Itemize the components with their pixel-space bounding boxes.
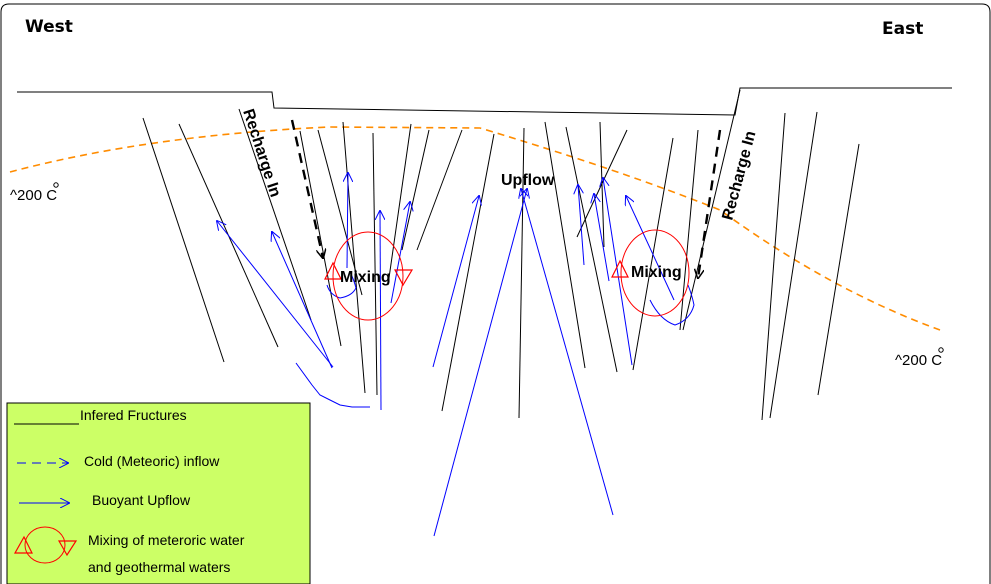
- upflow-arrow: [380, 211, 381, 411]
- fracture-line: [299, 130, 342, 347]
- west-label: West: [25, 17, 73, 37]
- fracture-line: [441, 133, 495, 412]
- triangle-down-icon: [394, 269, 414, 287]
- upflow-arrow: [521, 189, 614, 516]
- ground-surface: [17, 87, 952, 116]
- fracture-line: [817, 143, 860, 396]
- fracture-line: [682, 89, 741, 331]
- legend: Infered Fructures Cold (Meteoric) inflow…: [6, 402, 311, 584]
- fracture-line: [576, 129, 628, 238]
- legend-mixing-circle: [24, 526, 66, 564]
- legend-mixing-label-line1: Mixing of meteroric water: [88, 532, 245, 548]
- mixing-zone-left: Mixing: [324, 231, 414, 321]
- east-label: East: [882, 19, 923, 39]
- buoyant-upflow-arrows: [217, 173, 695, 537]
- fracture-line: [761, 112, 786, 421]
- mixing-zone-right: Mixing: [611, 229, 690, 317]
- frame-border: [0, 3, 991, 584]
- fracture-line: [769, 111, 818, 419]
- fracture-line: [387, 123, 412, 286]
- legend-box: [6, 402, 311, 584]
- degree-symbol: [53, 182, 59, 188]
- upflow-arrow: [217, 221, 334, 368]
- fracture-line: [401, 129, 430, 251]
- upflow-arrow: [390, 202, 410, 304]
- upflow-arrow: [347, 173, 348, 269]
- isotherm-200c: [9, 126, 941, 331]
- triangle-up-icon: [324, 261, 342, 280]
- recharge-arrow-left: [290, 119, 323, 258]
- fracture-line: [142, 117, 225, 363]
- upflow-arrow: [432, 196, 479, 368]
- mixing-label-right: Mixing: [631, 264, 682, 281]
- triangle-up-icon: [611, 259, 629, 278]
- fracture-line: [565, 126, 618, 373]
- upflow-arrow: [626, 196, 675, 301]
- upflow-wiggle: [326, 271, 357, 299]
- upflow-arrow: [272, 232, 333, 369]
- legend-mixing-label-line2: and geothermal waters: [88, 559, 230, 575]
- fracture-line: [372, 132, 378, 396]
- upflow-arrow: [433, 189, 527, 537]
- upflow-wiggle: [295, 362, 370, 408]
- fracture-line: [416, 129, 463, 251]
- fracture-line: [238, 108, 312, 321]
- recharge-label-left: Recharge In: [239, 107, 283, 199]
- legend-upflow-label: Buoyant Upflow: [92, 492, 191, 508]
- mixing-label-left: Mixing: [340, 269, 391, 286]
- upflow-arrow: [578, 185, 585, 266]
- fracture-line: [679, 129, 699, 331]
- legend-fractures-label: Infered Fructures: [80, 407, 187, 423]
- fracture-line: [518, 127, 525, 419]
- triangle-down-icon: [57, 540, 78, 557]
- mixing-circle: [620, 229, 690, 317]
- recharge-label-right: Recharge In: [719, 129, 759, 222]
- upflow-wiggle: [649, 284, 695, 326]
- fracture-line: [544, 121, 586, 369]
- triangle-up-icon: [13, 535, 33, 554]
- recharge-arrow-right: [698, 129, 722, 278]
- upflow-arrow: [594, 194, 610, 282]
- fracture-line: [342, 121, 366, 394]
- isotherm-label-left: ^200 C: [10, 187, 57, 204]
- degree-symbol: [938, 347, 944, 353]
- upflow-label: Upflow: [501, 172, 555, 189]
- isotherm-label-right: ^200 C: [895, 352, 942, 369]
- upflow-arrow: [603, 178, 633, 366]
- legend-cold-inflow-label: Cold (Meteoric) inflow: [84, 453, 220, 469]
- mixing-circle: [332, 231, 404, 321]
